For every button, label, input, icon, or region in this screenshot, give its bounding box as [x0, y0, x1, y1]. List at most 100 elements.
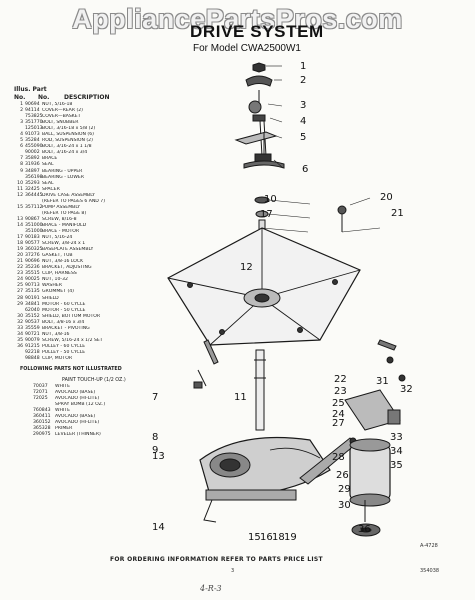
illus-number: 19 — [17, 247, 23, 253]
callout-number: 9 — [152, 445, 158, 456]
brace-left — [193, 339, 219, 389]
illus-number: 33 — [17, 325, 23, 331]
illus-number: 18 — [17, 241, 23, 247]
part-description: SPRAY BOMB (12 OZ.) — [55, 402, 106, 408]
callout-number: 32 — [400, 384, 413, 395]
touchup-header: PAINT TOUCH-UP (1/2 OZ.) — [62, 378, 126, 383]
part-number: 90079 — [25, 337, 40, 343]
callout-number: 13 — [152, 451, 165, 462]
part-number: 364445 — [25, 192, 43, 198]
callout-number: 4 — [300, 116, 306, 127]
part-number: 34897 — [25, 168, 40, 174]
part-description: SHIELD — [42, 295, 59, 301]
col-header-illus: Illus. Part — [14, 86, 47, 93]
part-description: MOTOR - 60 CYCLE — [42, 301, 86, 307]
callout-number: 34 — [390, 446, 403, 457]
part-description: SHIELD, BOTTOM MOTOR — [42, 313, 101, 319]
part-description: PRIMER — [55, 426, 73, 432]
col-header-no: No. — [14, 94, 26, 101]
figure-code: A-4728 — [420, 543, 438, 549]
illus-number: 36 — [17, 343, 23, 349]
illus-number: 28 — [17, 295, 23, 301]
page-number: 3 — [231, 568, 235, 574]
callout-number: 27 — [332, 418, 345, 429]
callout-number: 19 — [284, 532, 297, 543]
part-description: (REFER TO PAGE 8) — [42, 210, 87, 216]
part-number: 360152 — [33, 420, 51, 426]
part-description: AVOCADO (HI-LITE) — [55, 420, 100, 426]
part-number: 35515 — [25, 271, 40, 277]
part-description: (REFER TO PAGES 6 AND 7) — [42, 198, 106, 204]
illus-number: 3 — [20, 120, 23, 126]
part-description: NUT, 3/8-16 — [42, 331, 70, 337]
part-description: SEAL — [42, 180, 54, 186]
part-description: WHITE — [55, 408, 71, 414]
part-description: GROMMET (4) — [42, 289, 74, 295]
callout-number: 35 — [390, 460, 403, 471]
part-description: GASKET, TUB — [42, 253, 73, 259]
callout-number: 3 — [300, 100, 306, 111]
part-number: 70037 — [33, 384, 48, 389]
callout-number: 14 — [152, 522, 165, 533]
small-hardware — [337, 205, 406, 382]
top-assembly — [234, 62, 285, 169]
illus-number: 17 — [17, 235, 23, 241]
part-row: (REFER TO PAGES 6 AND 7) — [12, 199, 162, 205]
illus-number: 13 — [17, 216, 23, 222]
callout-number: 12 — [240, 262, 253, 273]
callout-number: 20 — [380, 192, 393, 203]
part-description: NUT, 5/16-24 — [42, 235, 73, 241]
page-title: DRIVE SYSTEM — [190, 22, 324, 41]
part-row: 360152 AVOCADO (HI-LITE) — [20, 420, 160, 426]
illus-number: 30 — [17, 313, 23, 319]
part-description: ROD, SUSPENSION (2) — [42, 138, 93, 144]
part-number: 351000 — [25, 228, 43, 234]
part-description: BRACE - MANIFOLD — [42, 222, 87, 228]
part-number: 90696 — [25, 259, 40, 265]
illus-number: 10 — [17, 180, 23, 186]
watermark: AppliancePartsPros.com — [72, 4, 403, 34]
part-row: (REFER TO PAGE 8) — [12, 211, 162, 217]
callout-number: 33 — [390, 432, 403, 443]
illus-number: 23 — [17, 271, 23, 277]
part-description: BRACE — [42, 156, 58, 162]
exploded-diagram: 1234567891011121314151617181920212223242… — [152, 61, 413, 543]
part-number: 91215 — [25, 343, 40, 349]
part-description: SPACER — [42, 186, 60, 192]
part-number: 98848 — [25, 355, 40, 361]
drive-case — [199, 436, 331, 523]
part-description: BRACKET - PIVOTING — [42, 325, 90, 331]
part-description: BOLT, 3/16-18 x 5/8 (2) — [42, 126, 96, 132]
illus-number: 8 — [20, 162, 23, 168]
illus-number: 22 — [17, 265, 23, 271]
part-row: SPRAY BOMB (12 OZ.) — [20, 402, 160, 408]
callout-number: 30 — [338, 500, 351, 511]
part-number: 360325 — [25, 247, 43, 253]
